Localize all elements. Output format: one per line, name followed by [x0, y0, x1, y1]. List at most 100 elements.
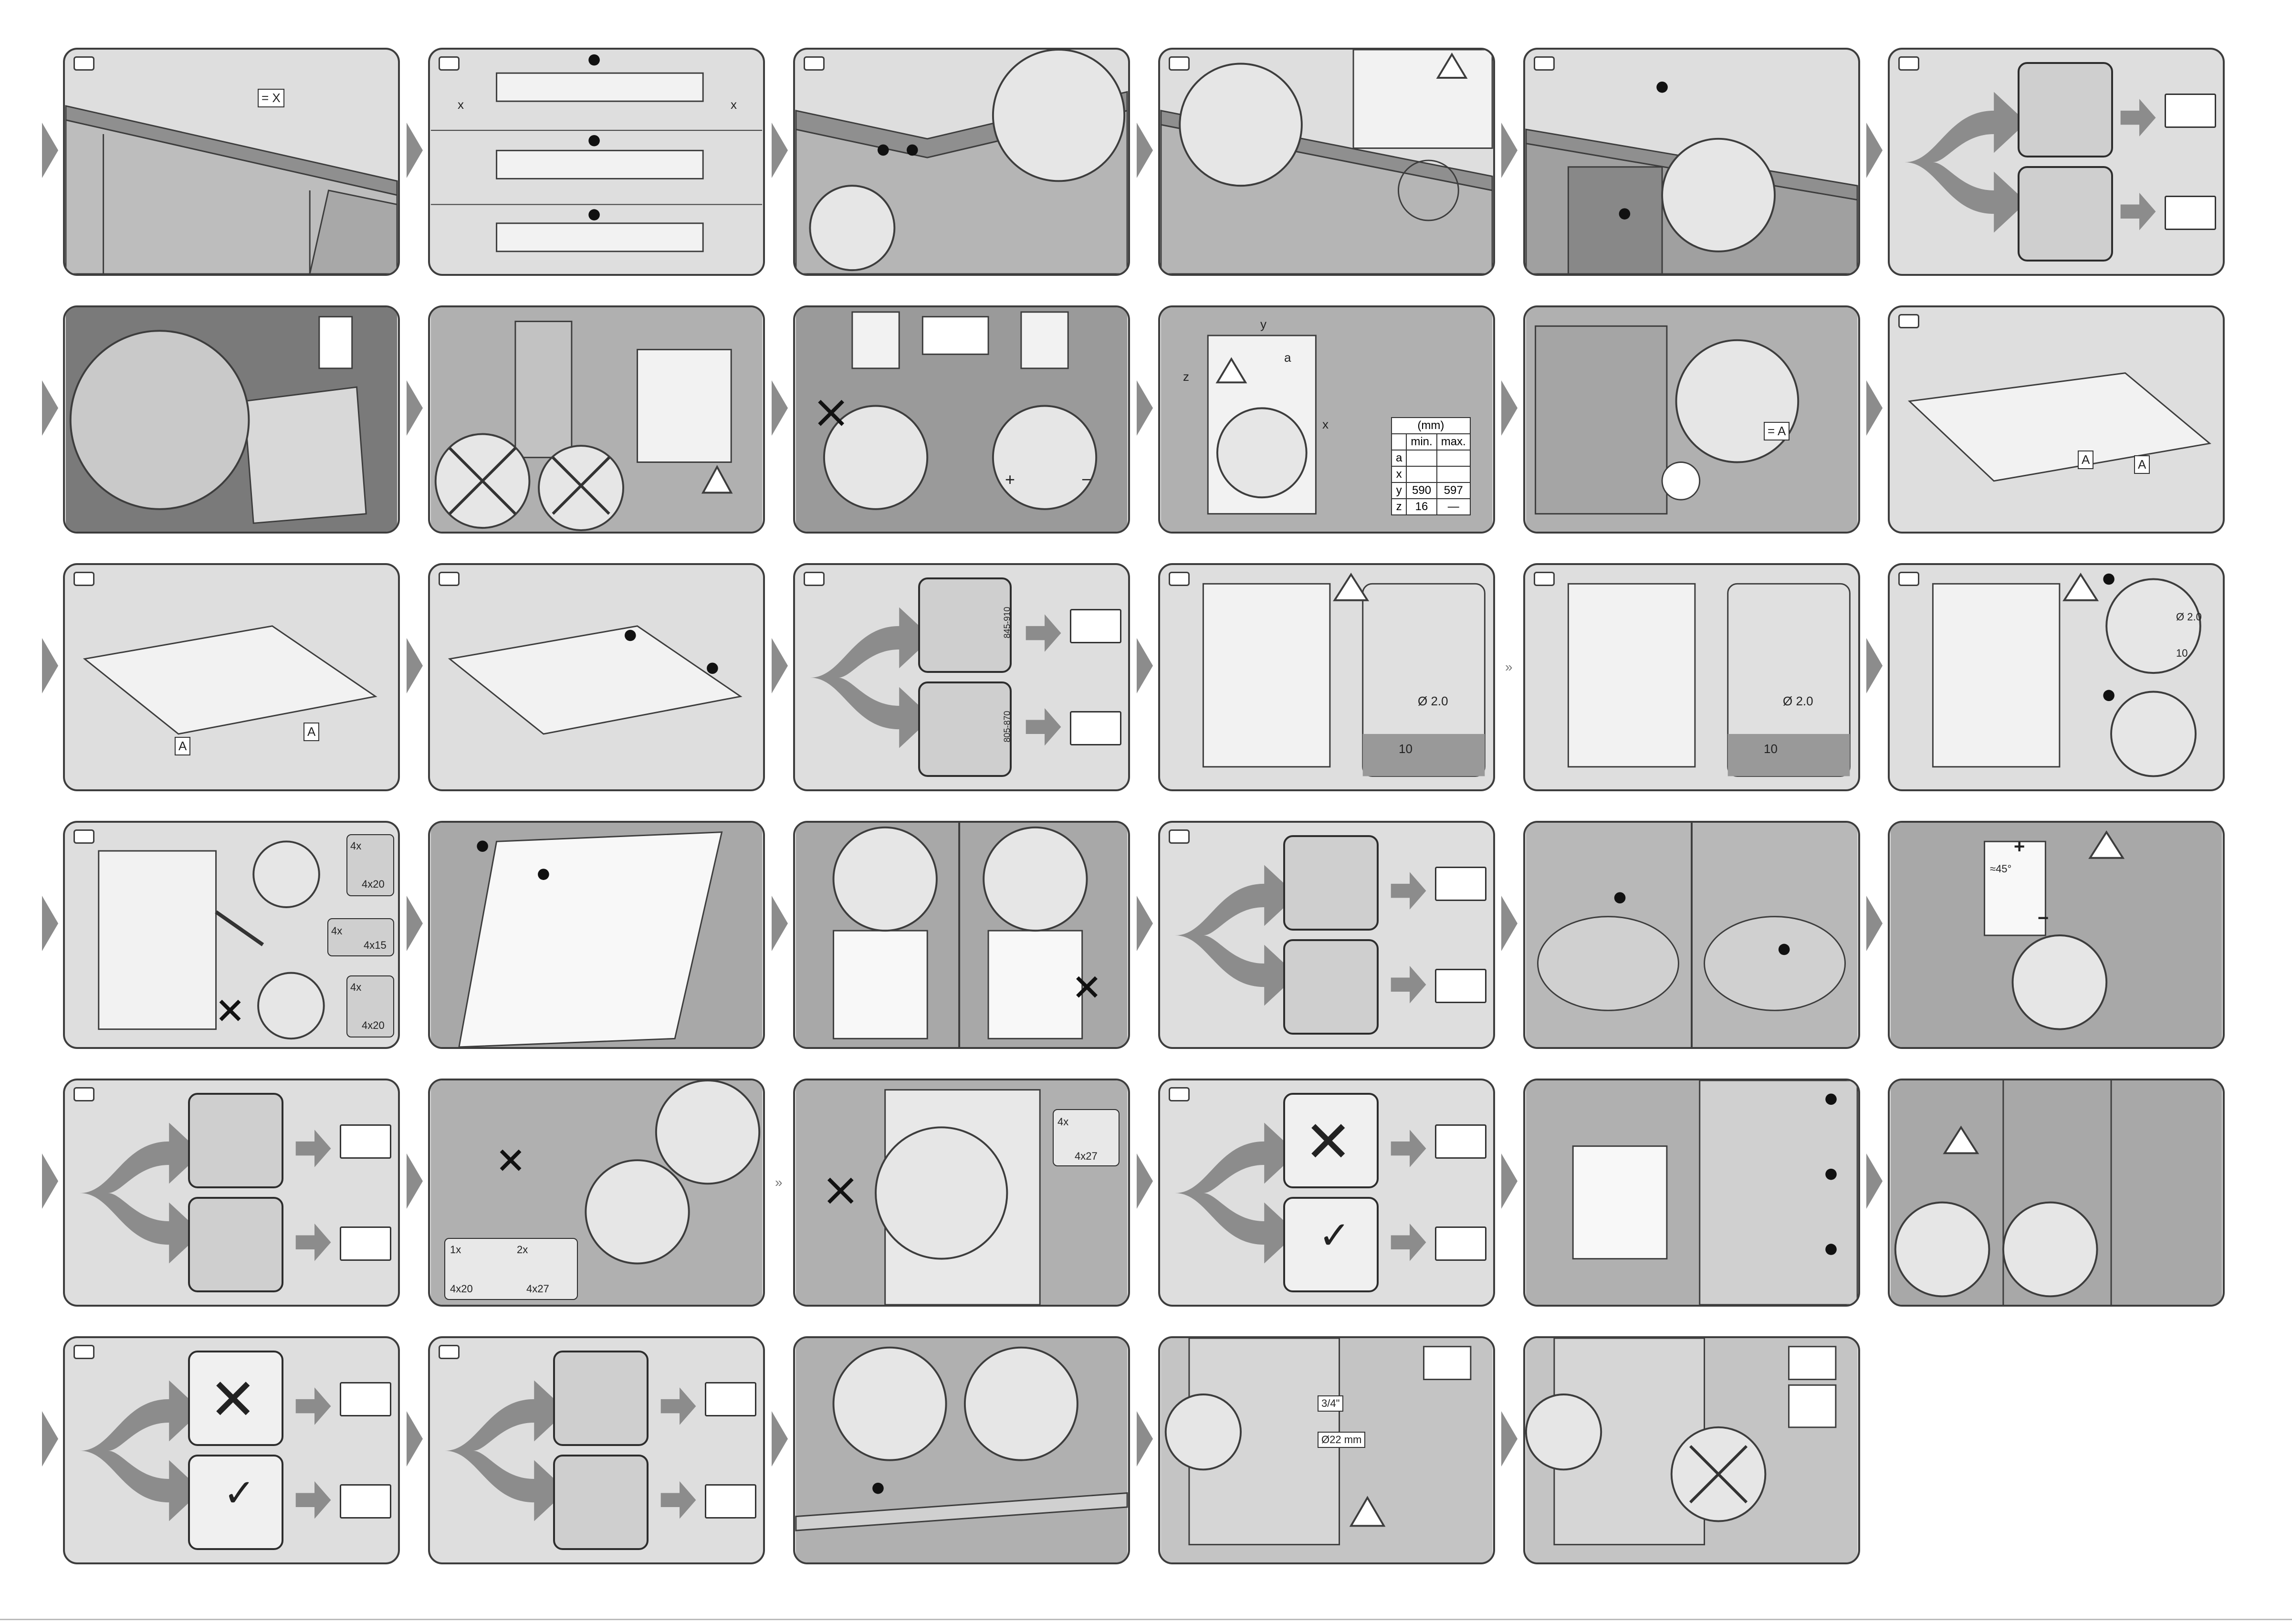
panel-20 — [428, 821, 765, 1049]
screw-box: 4x 4x20 — [346, 834, 394, 896]
panel-6 — [1888, 48, 2225, 276]
screw-size-label: 4x20 — [450, 1283, 473, 1295]
measure-x-text: = X — [262, 91, 281, 105]
panel-measure-illustration — [1890, 307, 2223, 532]
panel-32 — [428, 1336, 765, 1564]
z-label: z — [1183, 369, 1189, 384]
countertop-illustration — [65, 50, 398, 274]
bracket-illustration — [65, 307, 398, 532]
y-label: y — [1260, 317, 1266, 332]
screw-size-label: 4x27 — [526, 1283, 549, 1295]
panel-33 — [793, 1336, 1130, 1564]
result-box — [340, 1124, 391, 1159]
result-box — [1435, 1226, 1486, 1261]
check-icon: ✓ — [1319, 1213, 1350, 1257]
option-panel-a — [1283, 835, 1379, 931]
step-arrow — [42, 638, 58, 693]
panel-35 — [1523, 1336, 1860, 1564]
screw-size-label: 4x20 — [362, 878, 385, 891]
panel-22 — [1158, 821, 1495, 1049]
result-box — [1435, 969, 1486, 1003]
push-in-illustration — [430, 307, 763, 532]
qty-label: 4x — [350, 840, 361, 852]
result-box — [705, 1382, 756, 1416]
option-gap-b — [553, 1455, 649, 1550]
y-max: 597 — [1437, 482, 1470, 499]
book-icon — [1424, 1347, 1471, 1380]
z-min: 16 — [1406, 499, 1436, 515]
step-arrow — [407, 638, 423, 693]
x-left-label: x — [458, 97, 464, 112]
panel-28: ✕ ✓ — [1158, 1079, 1495, 1307]
cabinet-corner-illustration — [795, 50, 1128, 274]
panel-18: Ø 2.0 10 — [1888, 563, 2225, 791]
option-cabinet-b — [188, 1197, 283, 1292]
panel-13: A A — [63, 563, 400, 791]
page-bottom-rule — [0, 1619, 2292, 1620]
panel-1: = X — [63, 48, 400, 276]
qty-label: 4x — [350, 981, 361, 994]
cross-icon: ✕ — [209, 1367, 257, 1433]
diameter-label: Ø 2.0 — [1783, 694, 1813, 709]
panel-24: ≈45° + − — [1888, 821, 2225, 1049]
panel-29 — [1523, 1079, 1860, 1307]
row-y: y — [1392, 482, 1406, 499]
unit-header: (mm) — [1392, 418, 1470, 434]
screw-box: 4x 4x15 — [327, 918, 394, 956]
max-header: max. — [1437, 434, 1470, 450]
min-header: min. — [1406, 434, 1436, 450]
result-box — [340, 1484, 391, 1519]
step-arrow — [1866, 1153, 1883, 1209]
screw-box: 1x 2x 4x20 4x27 — [444, 1238, 578, 1300]
step-arrow — [1137, 123, 1153, 178]
panel-3 — [793, 48, 1130, 276]
overhang-illustration — [1160, 50, 1493, 274]
panel-14 — [428, 563, 765, 791]
step-arrow — [1501, 1153, 1518, 1209]
step-arrow — [407, 1153, 423, 1209]
option-panel-b — [1283, 939, 1379, 1035]
step-arrow — [1866, 380, 1883, 436]
a-mark-right: A — [304, 723, 319, 741]
plinth-fitting-illustration — [1890, 1080, 2223, 1305]
step-arrow — [42, 1411, 58, 1467]
panel-26: 1x 2x 4x20 4x27 — [428, 1079, 765, 1307]
result-box — [340, 1382, 391, 1416]
step-arrow — [1501, 380, 1518, 436]
step-arrow — [407, 896, 423, 951]
check-icon: ✓ — [223, 1471, 255, 1515]
water-connection-illustration — [1160, 1338, 1493, 1562]
panel-11: = A — [1523, 305, 1860, 534]
option-cabinet-high — [2018, 62, 2113, 157]
continue-glyph: » — [775, 1175, 783, 1190]
panel-23 — [1523, 821, 1860, 1049]
drill-template-illustration — [1160, 565, 1493, 789]
panel-16: Ø 2.0 10 — [1158, 563, 1495, 791]
depth-label: 10 — [2176, 647, 2187, 660]
result-box — [705, 1484, 756, 1519]
x-right-label: x — [731, 97, 737, 112]
plinth-trim-illustration — [1525, 1080, 1858, 1305]
minus-label: − — [2038, 908, 2049, 929]
step-arrow — [1866, 638, 1883, 693]
measure-x-label: = X — [258, 89, 284, 107]
height-measure-illustration — [1525, 307, 1858, 532]
step-arrow — [772, 1411, 788, 1467]
panel-25 — [63, 1079, 400, 1307]
x-label: x — [1322, 417, 1329, 432]
z-max: — — [1437, 499, 1470, 515]
height-range-label: 845-910 — [1003, 607, 1012, 638]
qty-label: 2x — [517, 1244, 528, 1256]
step-arrow — [1501, 1411, 1518, 1467]
drill-holes-illustration — [1890, 565, 2223, 789]
panel-8 — [428, 305, 765, 534]
step-arrow — [1137, 896, 1153, 951]
step-arrow — [1866, 896, 1883, 951]
dimension-table: (mm) min.max. a x y590597 z16— — [1391, 417, 1471, 515]
door-hang-illustration — [430, 823, 763, 1047]
panel-15: 845-910 805-870 — [793, 563, 1130, 791]
a-mark-left: A — [2078, 451, 2093, 469]
result-box — [340, 1226, 391, 1261]
step-arrow — [1137, 1411, 1153, 1467]
foot-adjust-illustration — [795, 307, 1128, 532]
